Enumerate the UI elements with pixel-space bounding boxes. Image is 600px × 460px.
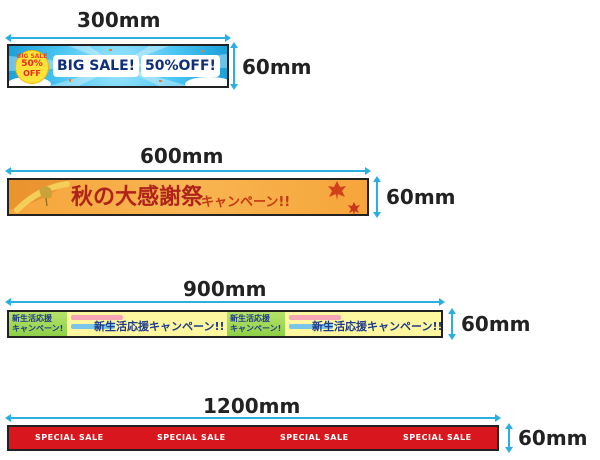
banner-300mm: BIG SALE 50% OFF BIG SALE! 50%OFF!: [7, 44, 229, 88]
arrow-down-icon: [505, 447, 513, 453]
banner1-height-line: [233, 44, 235, 88]
banner2-height-line: [376, 178, 378, 216]
maple-leaf-icon: [348, 202, 360, 214]
banner4-width-line: [7, 417, 499, 419]
arrow-up-icon: [373, 176, 381, 182]
big-sale-text: BIG SALE!: [53, 55, 140, 77]
banner3-width-label: 900mm: [183, 277, 267, 301]
autumn-title: 秋の大感謝祭: [71, 184, 204, 210]
banner-900mm: 新生活応援 キャンペーン! 新生活応援キャンペーン!! 新生活応援 キャンペーン…: [7, 310, 443, 338]
badge-small-text: BIG SALE: [16, 53, 48, 60]
banner2-width-line: [7, 170, 369, 172]
banner3-left-panel: [227, 312, 285, 336]
banner1-width-line: [7, 37, 229, 39]
arrow-up-icon: [230, 42, 238, 48]
banner3-pink-tag: [289, 315, 341, 320]
arrow-right-icon: [365, 167, 371, 175]
sale-badge: BIG SALE 50% OFF: [15, 50, 49, 84]
autumn-decoration: [9, 180, 360, 214]
ginkgo-leaf-icon: [39, 186, 53, 207]
badge-off-text: OFF: [23, 69, 41, 78]
arrow-left-icon: [5, 298, 11, 306]
arrow-down-icon: [230, 84, 238, 90]
banner3-blue-tag: [289, 324, 333, 329]
banner3-blue-tag: [71, 324, 115, 329]
badge-percent-text: 50%: [21, 59, 43, 69]
banner1-width-label: 300mm: [77, 8, 161, 32]
banner-1200mm: SPECIAL SALE SPECIAL SALE SPECIAL SALE S…: [7, 425, 499, 451]
arrow-right-icon: [439, 298, 445, 306]
banner4-height-line: [508, 425, 510, 451]
banner4-height-label: 60mm: [518, 426, 588, 450]
arrow-down-icon: [448, 334, 456, 340]
maple-leaf-icon: [328, 181, 346, 200]
banner3-left-title-1: 新生活応援: [230, 314, 270, 323]
arrow-left-icon: [5, 414, 11, 422]
arrow-down-icon: [373, 212, 381, 218]
banner2-height-label: 60mm: [386, 185, 456, 209]
banner3-height-line: [451, 310, 453, 338]
arrow-left-icon: [5, 34, 11, 42]
arrow-up-icon: [448, 308, 456, 314]
special-sale-text: SPECIAL SALE: [157, 433, 226, 442]
banner3-main-text: 新生活応援キャンペーン!!: [94, 320, 225, 333]
campaign-subtitle: キャンペーン!!: [201, 195, 291, 210]
banner-600mm: 秋の大感謝祭 キャンペーン!!: [7, 178, 369, 216]
special-sale-text: SPECIAL SALE: [35, 433, 104, 442]
banner3-height-label: 60mm: [461, 312, 531, 336]
arrow-up-icon: [505, 423, 513, 429]
banner3-left-title-2: キャンペーン!: [230, 324, 282, 333]
banner2-width-label: 600mm: [140, 144, 224, 168]
arrow-left-icon: [5, 167, 11, 175]
special-sale-text: SPECIAL SALE: [280, 433, 349, 442]
banner3-left-title-1: 新生活応援: [12, 314, 52, 323]
banner1-height-label: 60mm: [242, 55, 312, 79]
special-sale-text: SPECIAL SALE: [403, 433, 472, 442]
banner3-left-panel: [9, 312, 67, 336]
fifty-off-text: 50%OFF!: [141, 55, 220, 77]
banner3-main-text: 新生活応援キャンペーン!!: [312, 320, 443, 333]
arrow-right-icon: [225, 34, 231, 42]
banner3-width-line: [7, 301, 443, 303]
arrow-right-icon: [495, 414, 501, 422]
banner4-width-label: 1200mm: [203, 394, 301, 418]
banner3-pink-tag: [71, 315, 123, 320]
banner3-left-title-2: キャンペーン!: [12, 324, 64, 333]
